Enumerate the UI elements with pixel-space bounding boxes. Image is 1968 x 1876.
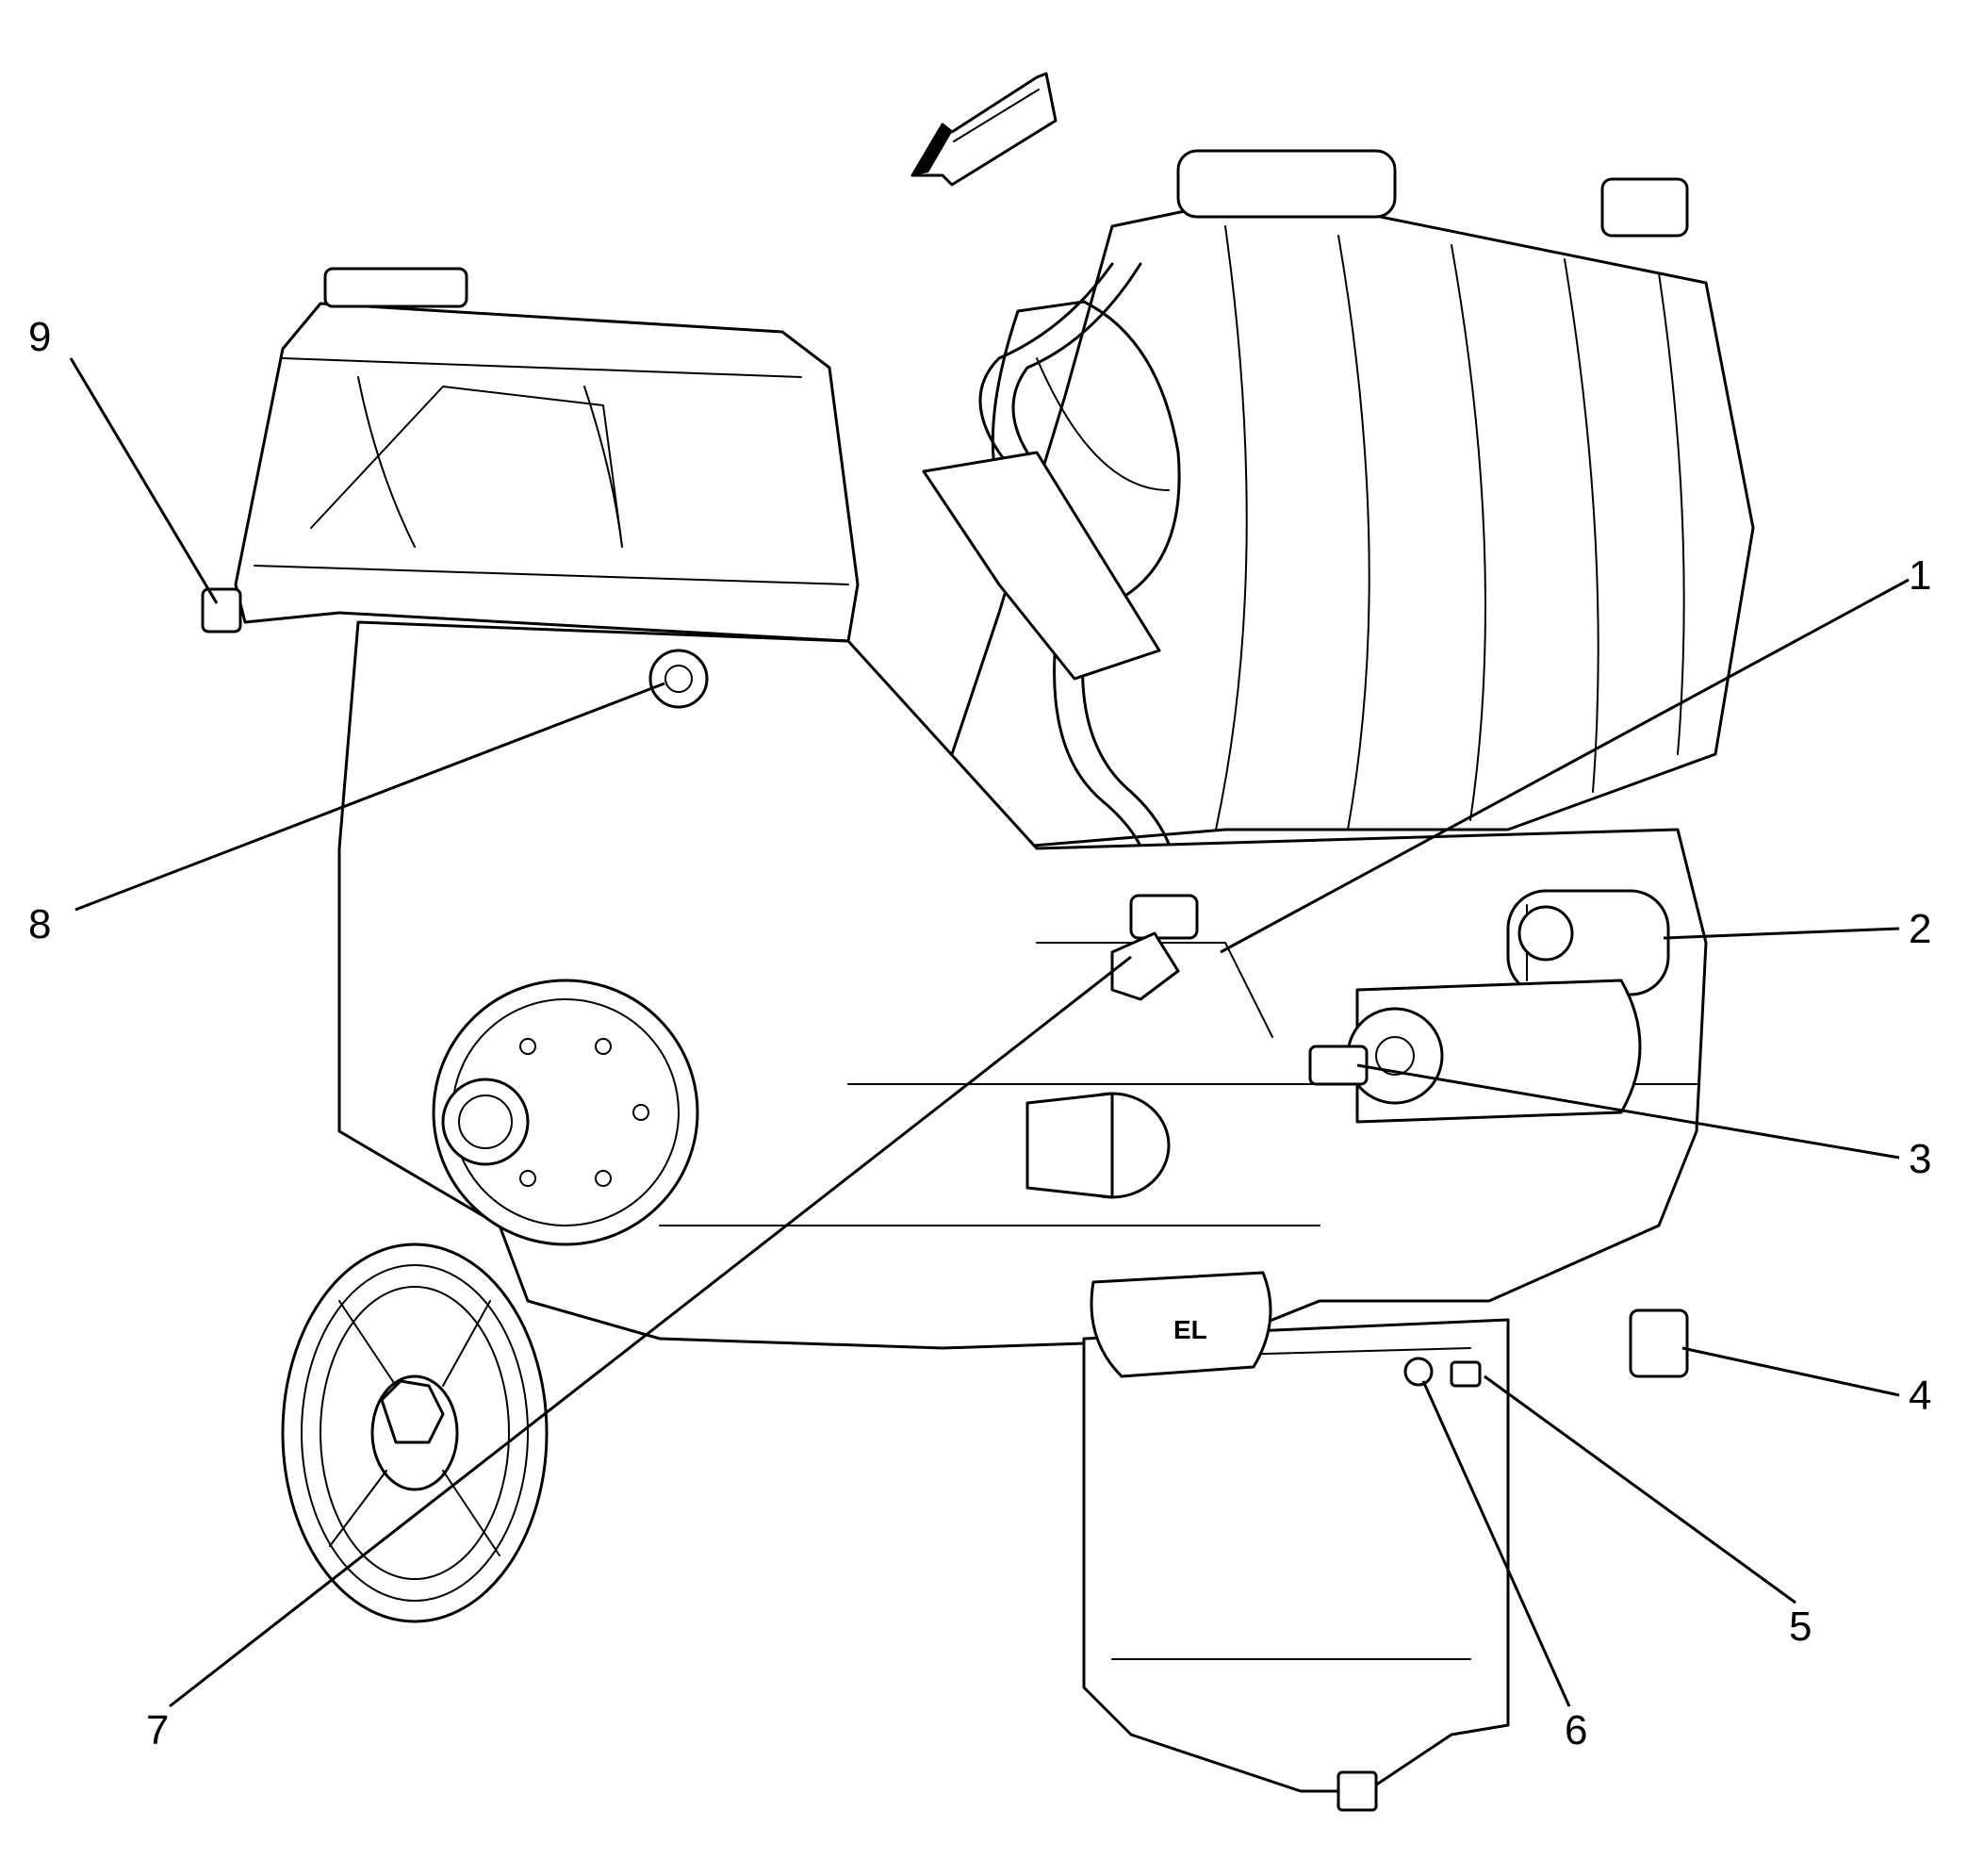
- oil-filter: [1025, 1092, 1171, 1199]
- intake-manifold: [941, 149, 1755, 850]
- callout-label: 2: [1909, 906, 1931, 952]
- callout-label: 4: [1909, 1373, 1931, 1419]
- sensors: [201, 587, 1689, 1388]
- callout-5: 5: [1484, 1374, 1812, 1650]
- callout-label: 8: [28, 901, 51, 947]
- engine-illustration: EL: [201, 149, 1755, 1812]
- oil-pan: [1082, 1318, 1510, 1812]
- callout-label: 6: [1565, 1707, 1587, 1753]
- valve-cover: [234, 267, 860, 643]
- callout-1: 1: [1220, 552, 1931, 954]
- callout-label: 7: [146, 1707, 169, 1753]
- block-casting-panel: EL: [1090, 1271, 1272, 1378]
- callout-7: 7: [146, 955, 1132, 1753]
- callout-6: 6: [1421, 1380, 1587, 1753]
- callout-9: 9: [28, 314, 219, 604]
- callout-8: 8: [28, 682, 665, 947]
- callout-label: 5: [1789, 1604, 1812, 1650]
- callout-label: 9: [28, 314, 51, 360]
- casting-stamp-text: EL: [1173, 1315, 1207, 1344]
- callout-4: 4: [1681, 1346, 1931, 1419]
- callout-3: 3: [1356, 1063, 1931, 1182]
- front-direction-arrow-icon: [910, 72, 1058, 187]
- starter-motor: [1346, 889, 1670, 1124]
- callout-2: 2: [1663, 906, 1931, 952]
- water-pump-pulley: [432, 979, 699, 1246]
- hoses: [922, 262, 1180, 907]
- crankshaft-balancer: [281, 1242, 549, 1623]
- callout-label: 1: [1909, 552, 1931, 599]
- callout-label: 3: [1909, 1136, 1931, 1182]
